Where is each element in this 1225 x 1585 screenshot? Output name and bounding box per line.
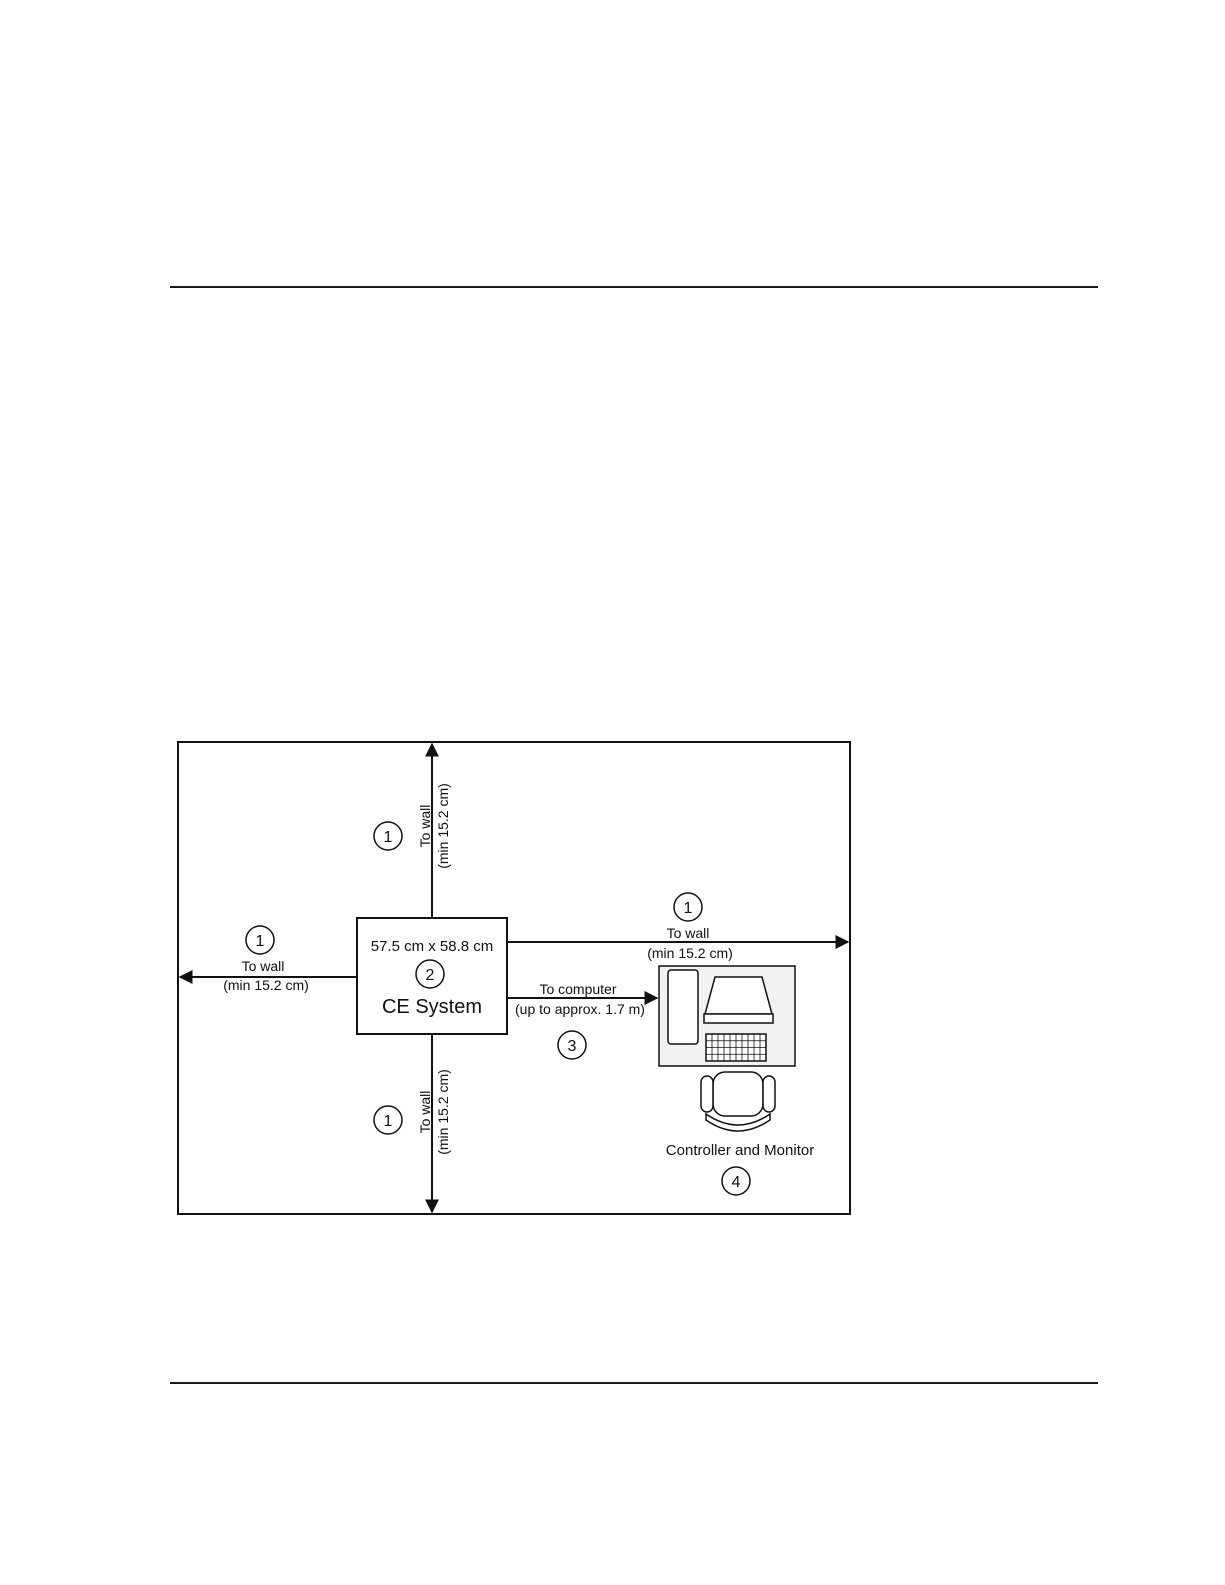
clearance-left-line2: (min 15.2 cm) [223,977,309,993]
workstation-label: Controller and Monitor [666,1142,814,1159]
callout-1-left-number: 1 [256,933,265,950]
callout-2-number: 2 [426,967,435,984]
callout-1-right-number: 1 [684,900,693,917]
callout-3-number: 3 [568,1038,577,1055]
computer-link-line2: (up to approx. 1.7 m) [515,1001,645,1017]
clearance-left-line1: To wall [242,958,285,974]
ce-system-name: CE System [382,996,482,1018]
controller-tower-icon [668,970,698,1044]
clearance-label-bottom: To wall (min 15.2 cm) [417,1069,451,1155]
clearance-top-line1: To wall [417,805,433,848]
computer-link-line1: To computer [539,981,616,997]
clearance-bottom-line2: (min 15.2 cm) [435,1069,451,1155]
callout-4-number: 4 [732,1174,741,1191]
clearance-label-top: To wall (min 15.2 cm) [417,783,451,869]
clearance-top-line2: (min 15.2 cm) [435,783,451,869]
ce-system-dimensions: 57.5 cm x 58.8 cm [371,938,494,955]
monitor-base-icon [704,1014,773,1023]
callout-1-bottom-number: 1 [384,1113,393,1130]
clearance-right-line1: To wall [667,925,710,941]
clearance-right-line2: (min 15.2 cm) [647,945,733,961]
clearance-bottom-line1: To wall [417,1091,433,1134]
chair-icon [701,1072,775,1131]
callout-1-top-number: 1 [384,829,393,846]
monitor-icon [705,977,772,1014]
